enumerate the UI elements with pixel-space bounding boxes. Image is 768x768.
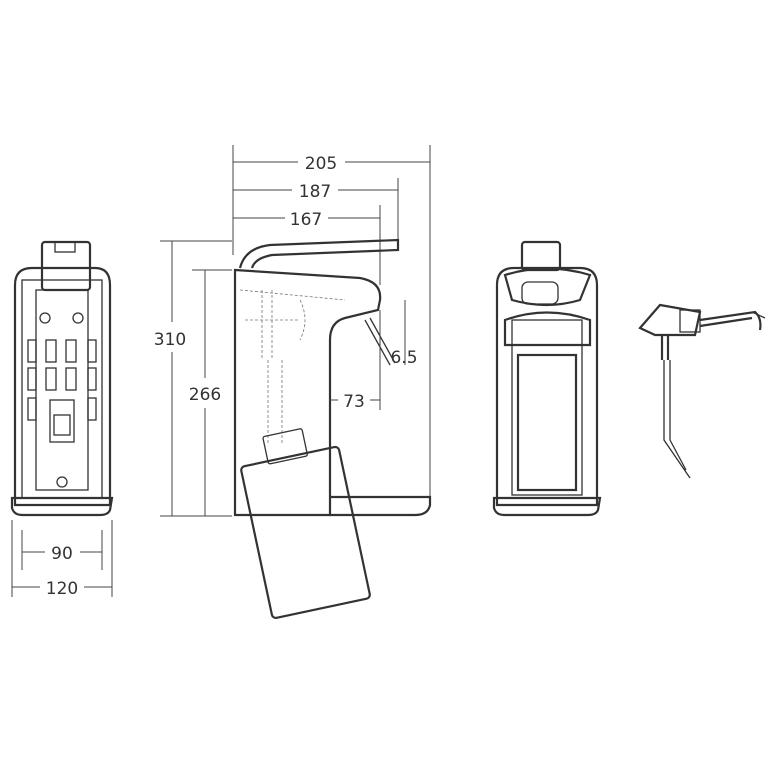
side-view: 205 187 167 310 266 6.5 73 — [154, 145, 432, 620]
rear-view — [492, 240, 602, 517]
dim-inner-width: 90 — [51, 544, 73, 564]
dim-overall-height: 310 — [154, 330, 186, 350]
dim-overall-width: 120 — [46, 579, 78, 599]
dim-head-depth: 167 — [290, 210, 322, 230]
dim-body-height: 266 — [189, 385, 221, 405]
dim-nozzle-height: 73 — [343, 392, 365, 412]
dim-overall-depth: 205 — [305, 154, 337, 174]
pump-mechanism — [638, 303, 766, 479]
dim-lever-depth: 187 — [299, 182, 331, 202]
dim-lever-angle-gap: 6.5 — [390, 348, 417, 368]
front-view: 90 120 — [10, 240, 114, 599]
